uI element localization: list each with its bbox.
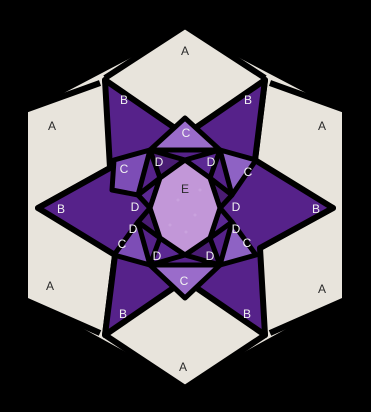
label-a-right-lower: A [318,282,326,296]
label-b-top-right: B [244,93,252,107]
label-b-bottom-left: B [119,307,127,321]
label-c-upper-left: C [120,162,129,176]
label-a-left-lower: A [46,279,54,293]
label-d-4: D [232,200,241,214]
label-c-upper-right: C [244,165,253,179]
label-c-top: C [182,126,191,140]
label-d-1: D [155,155,164,169]
label-d-3: D [131,200,140,214]
label-d-7: D [153,249,162,263]
label-a-right-upper: A [318,119,326,133]
label-b-right: B [312,202,320,216]
label-b-bottom-right: B [243,307,251,321]
label-d-5: D [129,222,138,236]
label-a-top: A [181,44,189,58]
label-c-lower-right: C [243,236,252,250]
label-b-top-left: B [120,93,128,107]
label-d-8: D [206,249,215,263]
label-d-2: D [207,155,216,169]
label-e-center: E [181,182,189,196]
label-c-bottom: C [180,274,189,288]
label-c-lower-left: C [118,237,127,251]
label-b-left: B [57,202,65,216]
label-a-bottom: A [179,360,187,374]
label-d-6: D [232,222,241,236]
label-a-left-upper: A [48,119,56,133]
